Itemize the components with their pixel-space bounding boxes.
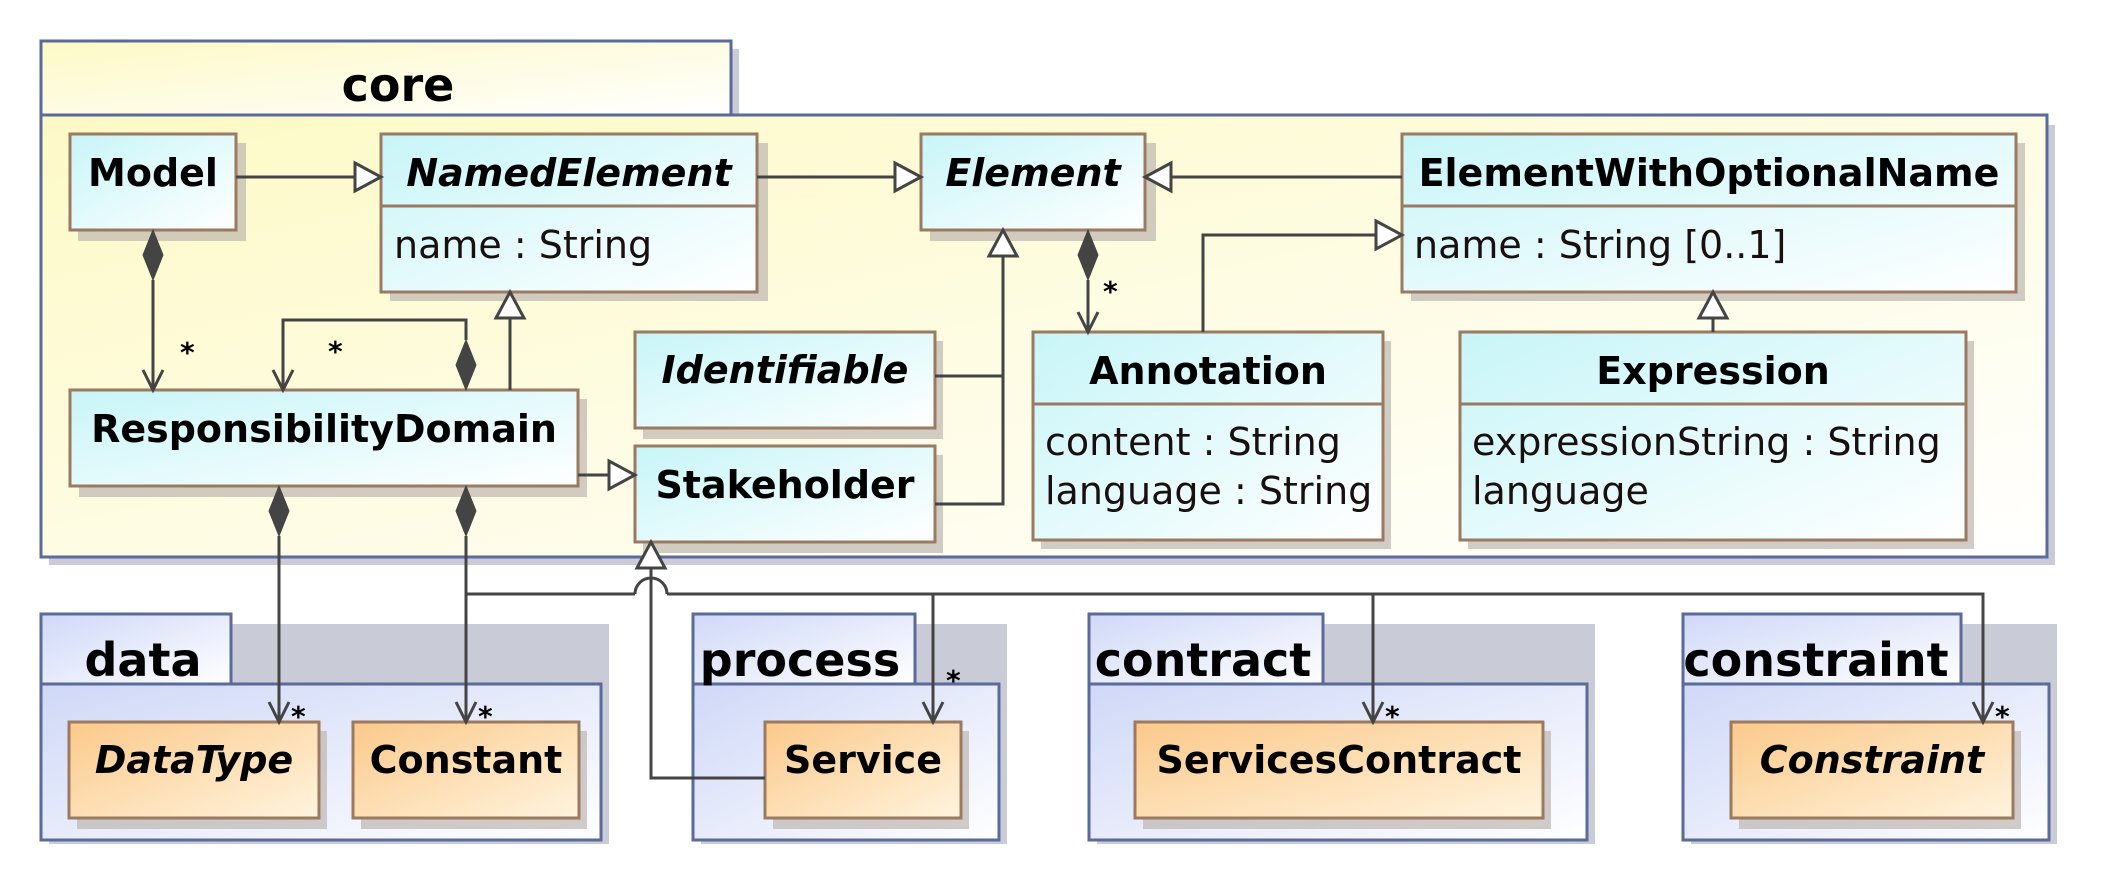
class-model[interactable]: Model <box>68 132 246 241</box>
generalization-service-stakeholder <box>634 538 765 780</box>
class-annotation[interactable]: Annotation content : String language : S… <box>1031 330 1391 549</box>
class-model-name: Model <box>88 151 218 195</box>
class-expression[interactable]: Expression expressionString : String lan… <box>1458 330 1974 549</box>
multiplicity-rd-constraint: * <box>1995 700 2010 733</box>
class-service[interactable]: Service <box>763 720 969 829</box>
multiplicity-model-rd: * <box>180 336 195 369</box>
class-constraint-name: Constraint <box>1760 738 1986 782</box>
composition-responsibility-domain-self: * <box>271 318 477 394</box>
generalization-expression-optional-name <box>1696 288 1730 332</box>
class-named-element-attr-name: name : String <box>394 223 652 267</box>
class-element-name: Element <box>945 151 1122 195</box>
package-data-title: data <box>85 633 202 687</box>
class-constant-name: Constant <box>370 738 563 782</box>
class-data-type[interactable]: DataType <box>67 720 327 829</box>
generalization-rd-stakeholder <box>578 458 639 492</box>
class-annotation-name: Annotation <box>1089 349 1327 393</box>
class-annotation-attr-content: content : String <box>1045 420 1341 464</box>
class-stakeholder[interactable]: Stakeholder <box>633 444 943 553</box>
generalization-annotation-optional-name <box>1201 218 1406 332</box>
class-element-with-optional-name[interactable]: ElementWithOptionalName name : String [0… <box>1400 132 2025 301</box>
multiplicity-element-annotation: * <box>1103 275 1118 308</box>
composition-rd-constraint: * <box>1373 592 2010 733</box>
package-contract-title: contract <box>1095 633 1312 687</box>
multiplicity-rd-services-contract: * <box>1385 700 1400 733</box>
multiplicity-rd-data-type: * <box>291 700 306 733</box>
class-stakeholder-name: Stakeholder <box>655 463 914 507</box>
composition-rd-data-type: * <box>267 484 306 733</box>
composition-rd-constant: * <box>454 484 493 733</box>
class-services-contract[interactable]: ServicesContract <box>1133 720 1551 829</box>
multiplicity-rd-self: * <box>328 335 343 368</box>
multiplicity-rd-service: * <box>946 664 961 697</box>
generalization-model-named-element <box>236 160 385 194</box>
class-identifiable[interactable]: Identifiable <box>633 330 943 439</box>
class-expression-attr-expression-string: expressionString : String <box>1472 420 1941 464</box>
class-constant[interactable]: Constant <box>351 720 587 829</box>
generalization-named-element-element <box>757 160 925 194</box>
class-named-element-name: NamedElement <box>406 151 733 195</box>
generalization-identifiable-stakeholder-element <box>935 226 1020 506</box>
package-core-title: core <box>342 58 455 112</box>
class-element-with-optional-name-attr-name: name : String [0..1] <box>1414 223 1786 267</box>
class-responsibility-domain[interactable]: ResponsibilityDomain <box>68 388 587 497</box>
class-expression-name: Expression <box>1596 349 1830 393</box>
composition-model-responsibility-domain: * <box>141 228 195 394</box>
class-services-contract-name: ServicesContract <box>1157 738 1522 782</box>
class-service-name: Service <box>784 738 942 782</box>
class-data-type-name: DataType <box>95 738 293 782</box>
class-constraint[interactable]: Constraint <box>1729 720 2021 829</box>
generalization-rd-named-element <box>493 288 527 390</box>
class-element[interactable]: Element <box>919 132 1156 241</box>
generalization-optional-name-element <box>1141 160 1402 194</box>
class-named-element[interactable]: NamedElement name : String <box>379 132 768 301</box>
class-identifiable-name: Identifiable <box>662 348 909 392</box>
package-constraint-title: constraint <box>1683 633 1948 687</box>
package-process-title: process <box>700 633 900 687</box>
class-element-with-optional-name-name: ElementWithOptionalName <box>1419 151 2000 195</box>
class-annotation-attr-language: language : String <box>1045 469 1372 513</box>
multiplicity-rd-constant: * <box>478 700 493 733</box>
composition-element-annotation: * <box>1076 228 1118 336</box>
class-responsibility-domain-name: ResponsibilityDomain <box>91 407 557 451</box>
class-expression-attr-language: language <box>1472 469 1649 513</box>
